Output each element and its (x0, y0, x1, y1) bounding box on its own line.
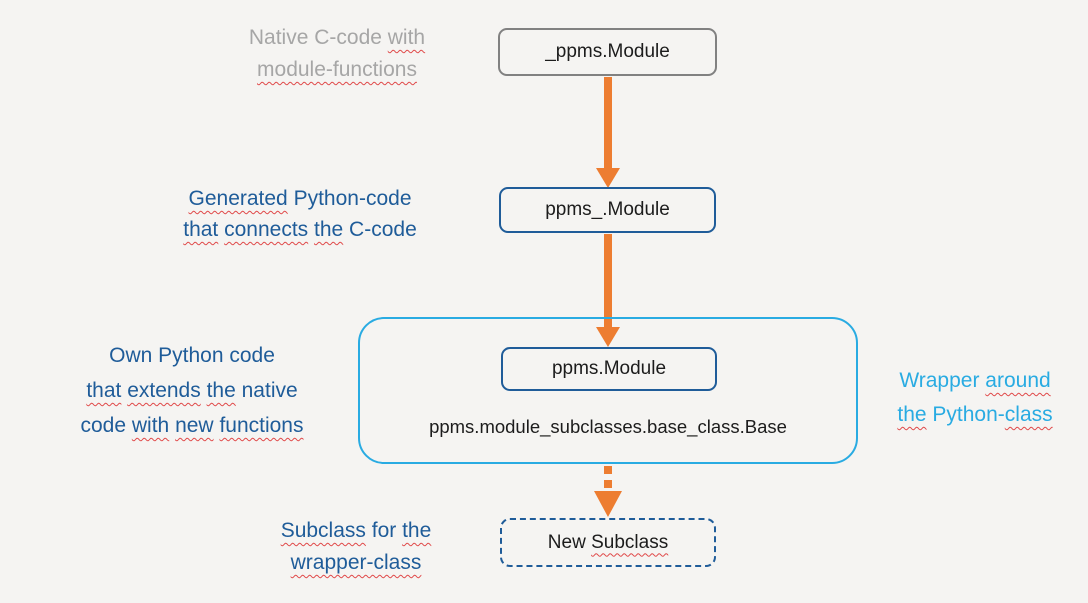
label-generated-python: Generated Python-code that connects the … (135, 183, 465, 245)
text-run: Own Python code (109, 344, 275, 367)
misspelled-word: module-functions (257, 58, 417, 81)
label-line: Wrapper around (862, 364, 1088, 398)
text-run: New (547, 531, 592, 553)
misspelled-word: around (985, 369, 1051, 392)
misspelled-word: the (314, 218, 344, 241)
text-run: Python- (926, 403, 1005, 426)
misspelled-word: the (402, 519, 432, 542)
text-run: code (80, 414, 132, 437)
label-line: Own Python code (27, 338, 357, 373)
label-line: Native C-code with (177, 22, 497, 54)
label-line: the Python-class (862, 398, 1088, 432)
misspelled-word: Subclass (280, 519, 366, 542)
misspelled-word: Subclass (591, 531, 669, 553)
arrow-wrapper-to-subclass-shaft (604, 466, 612, 491)
label-line: module-functions (177, 54, 497, 86)
misspelled-word: class (1004, 403, 1053, 426)
text-run: Native C-code (248, 26, 388, 49)
label-own-python-code: Own Python code that extends the native … (27, 338, 357, 443)
misspelled-word: extends (127, 379, 201, 402)
label-line: Generated Python-code (135, 183, 465, 214)
misspelled-word: that (86, 379, 122, 402)
label-line: that extends the native (27, 373, 357, 408)
misspelled-word: with (131, 414, 170, 437)
misspelled-word: Generated (188, 187, 288, 210)
misspelled-word: the (897, 403, 927, 426)
node-wrapped-module: ppms.Module (501, 347, 717, 391)
misspelled-word: with (387, 26, 426, 49)
container-wrapper-class (358, 317, 858, 464)
misspelled-word: connects (224, 218, 309, 241)
text-run: Python-code (287, 187, 412, 210)
node-generated-module: ppms_.Module (499, 187, 716, 233)
node-native-module: _ppms.Module (498, 28, 717, 76)
misspelled-word: the (206, 379, 236, 402)
text-run: Wrapper (899, 369, 986, 392)
label-line: Subclass for the (196, 515, 516, 547)
label-line: code with new functions (27, 408, 357, 443)
base-class-path-text: ppms.module_subclasses.base_class.Base (429, 416, 787, 437)
node-new-subclass-label: New Subclass (548, 532, 668, 554)
arrow-generated-to-wrapper-shaft (604, 234, 612, 328)
node-new-subclass: New Subclass (500, 518, 716, 567)
label-wrapper-around: Wrapper around the Python-class (862, 364, 1088, 432)
arrow-native-to-generated-shaft (604, 77, 612, 169)
node-native-module-label: _ppms.Module (545, 41, 670, 62)
arrow-native-to-generated-head-icon (596, 168, 620, 188)
node-wrapped-module-label: ppms.Module (551, 358, 667, 379)
arrow-generated-to-wrapper-head-icon (596, 327, 620, 347)
misspelled-word: new (175, 414, 214, 437)
node-generated-module-label: ppms_.Module (545, 199, 670, 220)
text-run: C-code (343, 218, 417, 241)
text-run: native (235, 379, 298, 402)
label-native-c-code: Native C-code with module-functions (177, 22, 497, 86)
misspelled-word: functions (219, 414, 304, 437)
label-line: that connects the C-code (135, 214, 465, 245)
text-run: for (365, 519, 403, 542)
arrow-wrapper-to-subclass-head-icon (594, 491, 622, 517)
misspelled-word: that (183, 218, 219, 241)
misspelled-word: wrapper-class (290, 551, 422, 574)
label-line: wrapper-class (196, 547, 516, 579)
label-subclass-for-wrapper: Subclass for the wrapper-class (196, 515, 516, 579)
